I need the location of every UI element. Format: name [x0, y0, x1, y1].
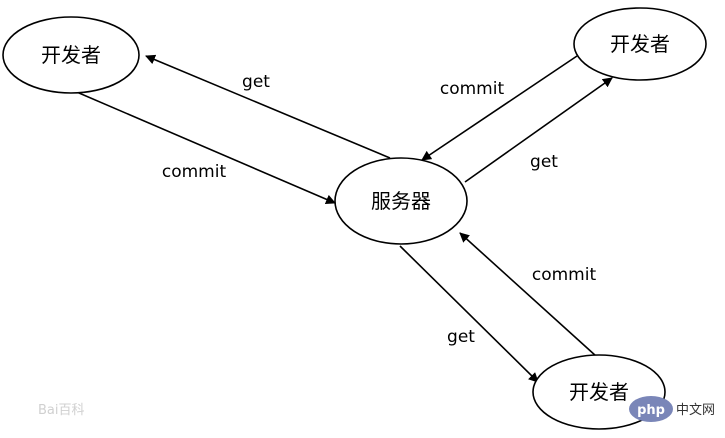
- node-label-server: 服务器: [371, 189, 431, 213]
- node-label-developer-top-right: 开发者: [610, 32, 670, 56]
- edge-label-commit-top-left: commit: [162, 162, 227, 182]
- node-label-developer-bottom-right: 开发者: [569, 380, 629, 404]
- php-logo-icon: [629, 396, 673, 422]
- edge-commit-top-left-to-server: [71, 89, 336, 205]
- php-site-text: 中文网: [676, 403, 715, 418]
- edge-commit-bottom-right-to-server: [459, 232, 597, 357]
- edge-label-get-top-right: get: [530, 152, 558, 172]
- php-logo-text: php: [637, 403, 665, 418]
- edge-label-get-top-left: get: [242, 72, 270, 92]
- php-cn-watermark: php 中文网: [629, 396, 715, 422]
- node-developer-top-left: 开发者: [2, 16, 140, 94]
- edge-commit-top-right-to-server: [421, 55, 578, 161]
- node-server: 服务器: [334, 157, 468, 245]
- edge-get-server-to-top-right: [464, 77, 613, 183]
- node-label-developer-top-left: 开发者: [41, 43, 101, 67]
- edge-label-get-bottom-right: get: [447, 327, 475, 347]
- baidu-watermark: Bai百科: [38, 403, 85, 418]
- edge-get-server-to-top-left: [145, 54, 391, 159]
- node-developer-top-right: 开发者: [573, 7, 707, 81]
- edge-label-commit-top-right: commit: [440, 79, 505, 99]
- edge-get-server-to-bottom-right: [399, 245, 539, 383]
- edge-label-commit-bottom-right: commit: [532, 265, 597, 285]
